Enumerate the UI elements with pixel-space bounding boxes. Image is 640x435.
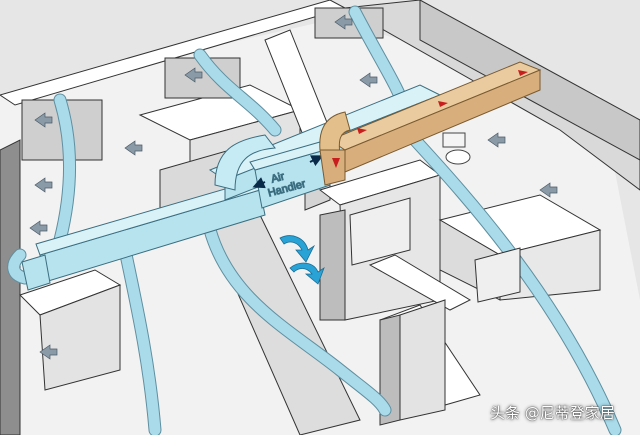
watermark: 头条 @尼蒂登家居 [490,404,615,422]
supply-plenum-duct [319,61,542,186]
supply-arrow [518,70,528,76]
exhaust-arrow [184,67,203,83]
exhaust-arrow [334,14,353,30]
air-handler-inlet-arrow [252,177,266,189]
air-handler-label-line1: Air [270,170,286,185]
air-handler-unit: Air Handler [249,141,331,209]
exhaust-arrow [29,220,48,236]
supply-flow-arrows [332,70,528,168]
door-frames [349,197,521,303]
supply-arrow [438,101,448,107]
exhaust-arrow [539,182,558,198]
supply-arrow [332,158,340,168]
exhaust-arrows [29,14,558,360]
exhaust-arrow [359,72,378,88]
return-air-arrow [279,235,316,263]
air-handler-outlet-arrow [309,155,324,167]
return-air-arrow [289,262,325,285]
exhaust-arrow [39,344,58,360]
exhaust-arrow [487,132,506,148]
return-air-arrows [279,235,325,285]
exhaust-arrow [124,140,143,156]
toilet-fixture [442,132,471,165]
supply-arrow [357,128,367,134]
exhaust-arrow [34,177,53,193]
exhaust-arrow [34,112,53,128]
